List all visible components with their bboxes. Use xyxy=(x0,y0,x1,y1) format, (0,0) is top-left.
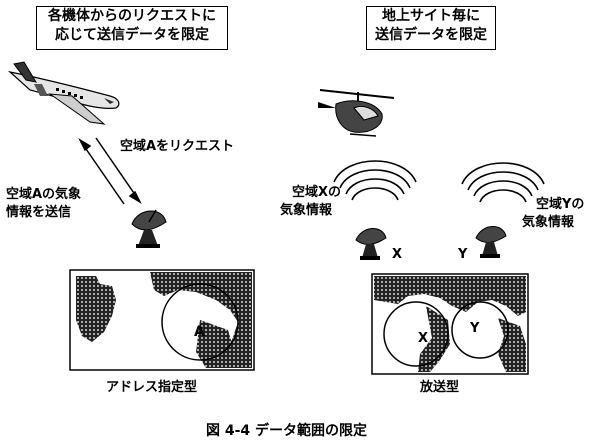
right-header-box: 地上サイト毎に 送信データを限定 xyxy=(366,6,496,50)
station-x-label: X xyxy=(392,247,402,262)
right-header-line2: 送信データを限定 xyxy=(375,27,487,43)
y-info-line1: 空域Yの xyxy=(536,197,585,212)
left-weather-map: A xyxy=(69,269,255,371)
ground-antenna-icon xyxy=(131,209,167,248)
left-header-line2: 応じて送信データを限定 xyxy=(55,27,209,43)
right-header-line1: 地上サイト毎に xyxy=(382,8,480,24)
antenna-x-icon xyxy=(355,228,387,260)
right-area-x-label: X xyxy=(418,331,428,346)
antenna-y-icon xyxy=(475,226,507,258)
right-weather-map: X Y xyxy=(371,273,529,375)
request-label: 空域Aをリクエスト xyxy=(120,139,235,154)
send-label-line1: 空域Aの気象 xyxy=(6,187,82,202)
left-header-line1: 各機体からのリクエストに xyxy=(48,8,216,24)
right-caption: 放送型 xyxy=(420,380,460,395)
station-y-label: Y xyxy=(457,247,468,262)
right-area-y-label: Y xyxy=(469,321,480,336)
signal-waves-x xyxy=(333,160,417,201)
helicopter-icon xyxy=(318,89,395,137)
x-info-line2: 気象情報 xyxy=(280,203,333,218)
left-header-box: 各機体からのリクエストに 応じて送信データを限定 xyxy=(36,6,228,50)
request-arrow xyxy=(78,137,142,205)
left-caption: アドレス指定型 xyxy=(106,380,198,395)
send-label-line2: 情報を送信 xyxy=(6,205,72,220)
signal-waves-y xyxy=(461,162,545,203)
airplane-icon xyxy=(7,61,120,125)
y-info-line2: 気象情報 xyxy=(522,215,575,230)
figure-caption: 図 4-4 データ範囲の限定 xyxy=(206,423,368,439)
left-area-label: A xyxy=(194,324,205,340)
x-info-line1: 空域Xの xyxy=(292,185,342,200)
